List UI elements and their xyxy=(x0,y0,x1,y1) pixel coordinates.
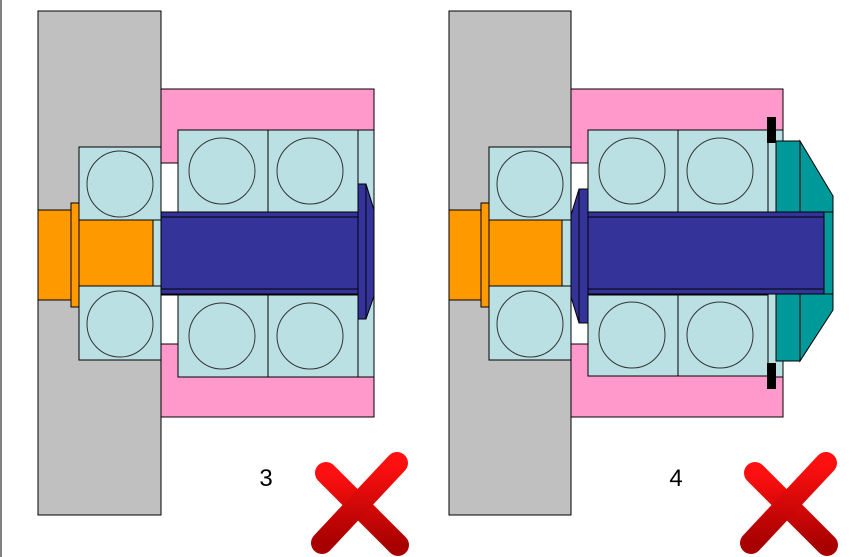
red-cross-icon xyxy=(311,452,409,556)
gap-top xyxy=(160,162,179,213)
retaining-clip-top xyxy=(767,117,776,143)
orange-shaft xyxy=(37,202,162,308)
orange-shaft xyxy=(448,202,572,308)
bearing-left xyxy=(488,146,572,361)
bearing-left xyxy=(78,146,162,361)
bolt xyxy=(570,188,825,324)
panel-3: 3 xyxy=(37,10,409,556)
bolt xyxy=(160,183,375,320)
bearing-pair-right xyxy=(177,129,359,378)
gap-bottom xyxy=(160,294,179,345)
retaining-clip-bottom xyxy=(767,363,776,389)
panel-label: 3 xyxy=(259,465,272,492)
lock-nut xyxy=(775,139,834,363)
bearing-pair-right xyxy=(587,129,769,377)
panel-label: 4 xyxy=(669,465,682,492)
panel-4: 4 xyxy=(448,10,838,556)
red-cross-icon xyxy=(740,452,838,556)
